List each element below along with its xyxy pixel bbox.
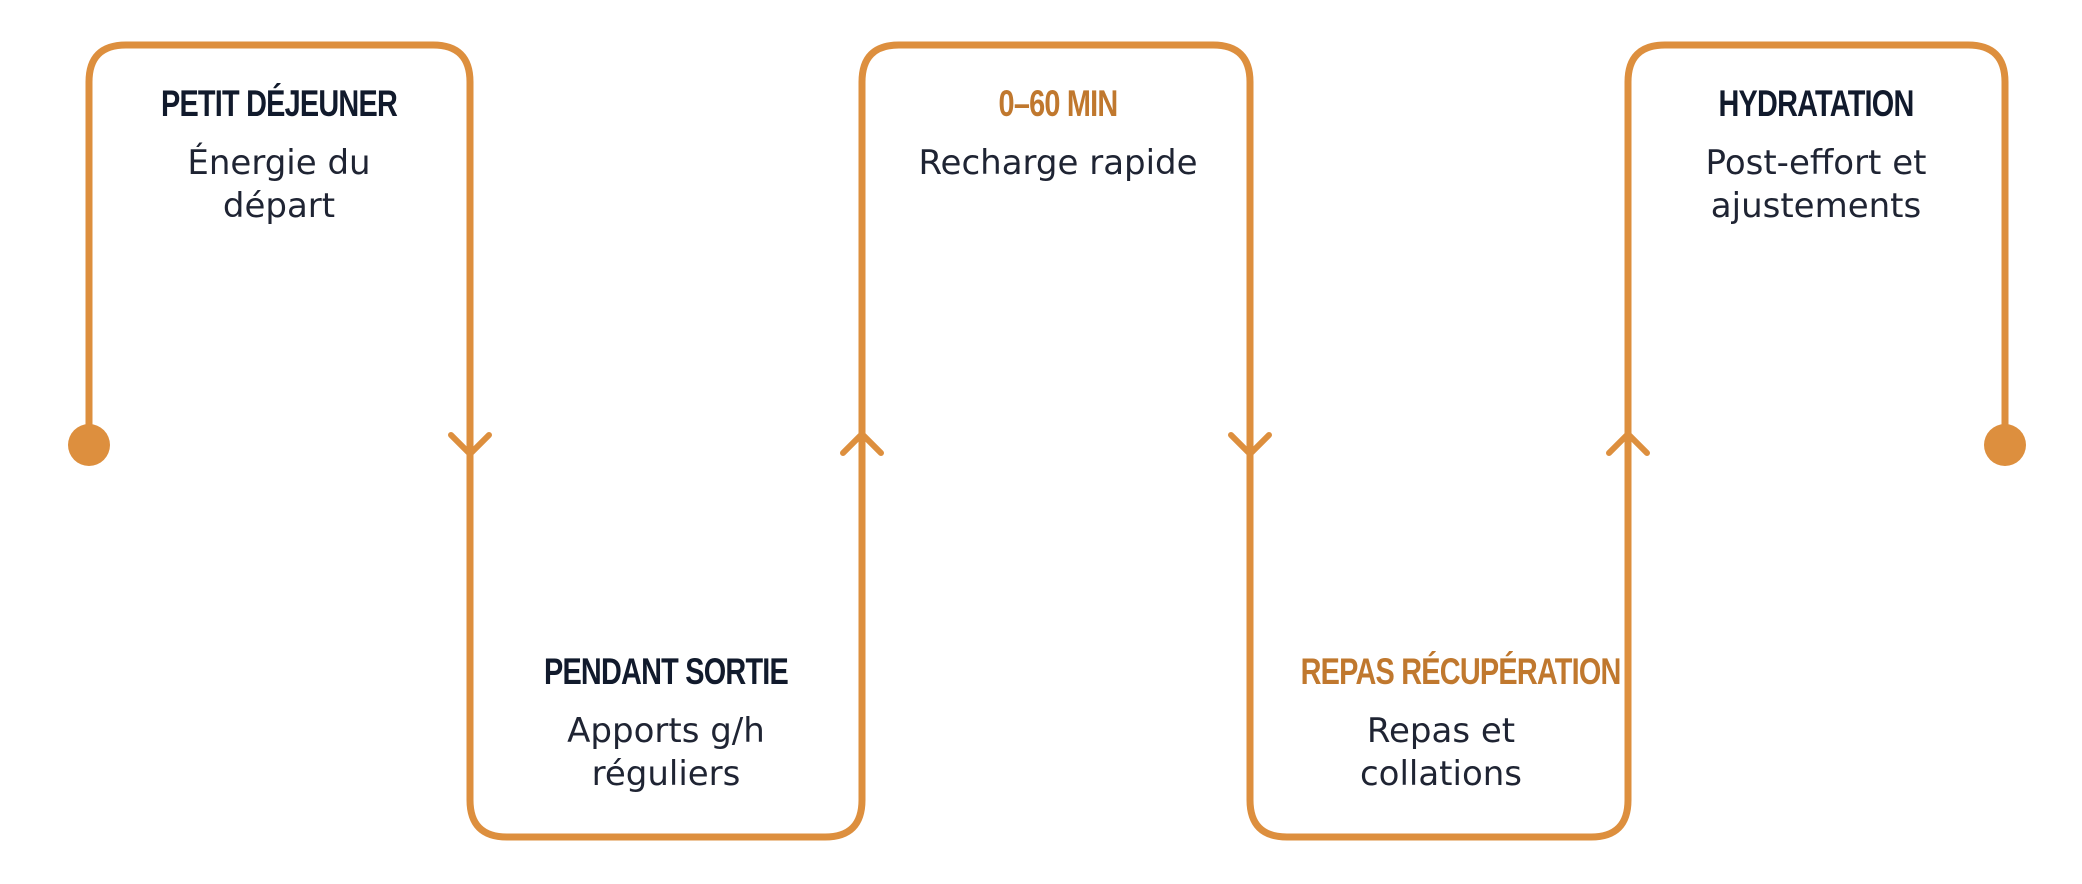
start-dot [68,424,110,466]
step-description: Repas et collations [1359,711,1523,794]
end-dot [1984,424,2026,466]
step-title: HYDRATATION [1718,83,1914,124]
step-title: REPAS RÉCUPÉRATION [1300,651,1622,692]
step-1: PETIT DÉJEUNER Énergie du départ [99,82,459,228]
arrow-down-icon [448,432,492,457]
arrow-up-icon [840,431,884,456]
step-description: Énergie du départ [187,143,371,226]
arrow-up-icon [1606,431,1650,456]
step-title: PETIT DÉJEUNER [160,83,398,124]
step-description: Apports g/h réguliers [567,711,765,794]
step-2: PENDANT SORTIE Apports g/h réguliers [486,650,846,796]
arrow-down-icon [1228,432,1272,457]
step-5: HYDRATATION Post-effort et ajustements [1636,82,1996,228]
step-title: 0–60 MIN [998,83,1119,124]
serpentine-path [85,41,2009,841]
step-4: REPAS RÉCUPÉRATION Repas et collations [1261,650,1622,796]
step-description: Recharge rapide [918,143,1198,183]
step-description: Post-effort et ajustements [1705,143,1927,226]
step-title: PENDANT SORTIE [543,651,789,692]
step-3: 0–60 MIN Recharge rapide [878,82,1238,185]
